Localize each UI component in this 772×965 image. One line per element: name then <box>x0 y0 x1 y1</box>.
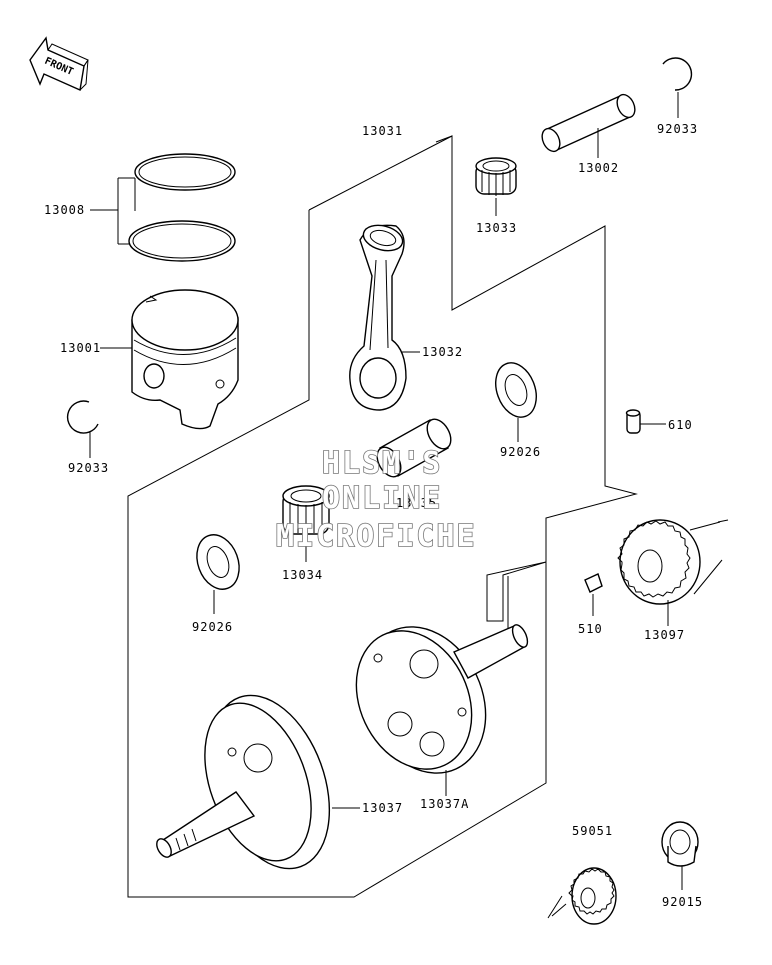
crankpin <box>376 418 452 478</box>
label-92026-left: 92026 <box>192 620 233 634</box>
label-13034: 13034 <box>282 568 323 582</box>
circlip-left <box>66 400 99 458</box>
label-13033: 13033 <box>476 221 517 235</box>
flange-nut <box>661 821 699 890</box>
crankshaft-left-half <box>156 694 360 870</box>
label-13097: 13097 <box>644 628 685 642</box>
dowel-pin <box>625 409 666 434</box>
label-13002: 13002 <box>578 161 619 175</box>
leader-13031 <box>435 135 453 143</box>
label-13031: 13031 <box>362 124 403 138</box>
connecting-rod <box>349 224 420 411</box>
piston-pin <box>541 93 636 158</box>
label-92033-left: 92033 <box>68 461 109 475</box>
watermark-line2: ONLINE <box>322 481 442 516</box>
watermark-line3: MICROFICHE <box>276 519 477 554</box>
label-13032: 13032 <box>422 345 463 359</box>
primary-gear <box>617 519 729 626</box>
thrust-washer-left <box>196 534 240 614</box>
balancer-gear <box>547 867 617 925</box>
label-92026-right: 92026 <box>500 445 541 459</box>
piston-rings <box>90 153 236 262</box>
label-13037: 13037 <box>362 801 403 815</box>
label-92033-top: 92033 <box>657 122 698 136</box>
label-13008: 13008 <box>44 203 85 217</box>
piston <box>100 289 239 430</box>
label-13001: 13001 <box>60 341 101 355</box>
label-510: 510 <box>578 622 603 636</box>
label-92015: 92015 <box>662 895 703 909</box>
assembly-frame <box>127 135 638 898</box>
circlip-top <box>662 57 693 118</box>
front-arrow-icon: FRONT <box>29 36 89 92</box>
woodruff-key <box>584 573 603 616</box>
needle-bearing-small-end <box>475 157 517 216</box>
label-13035: 13035 <box>396 496 437 510</box>
crankshaft-right-half <box>355 576 529 796</box>
label-13037A: 13037A <box>420 797 469 811</box>
watermark-line1: HLSM'S <box>322 446 442 481</box>
needle-bearing-big-end <box>282 485 330 562</box>
watermark: HLSM'S ONLINE MICROFICHE <box>275 445 477 555</box>
label-610: 610 <box>668 418 693 432</box>
thrust-washer-right <box>495 362 537 442</box>
label-59051: 59051 <box>572 824 613 838</box>
